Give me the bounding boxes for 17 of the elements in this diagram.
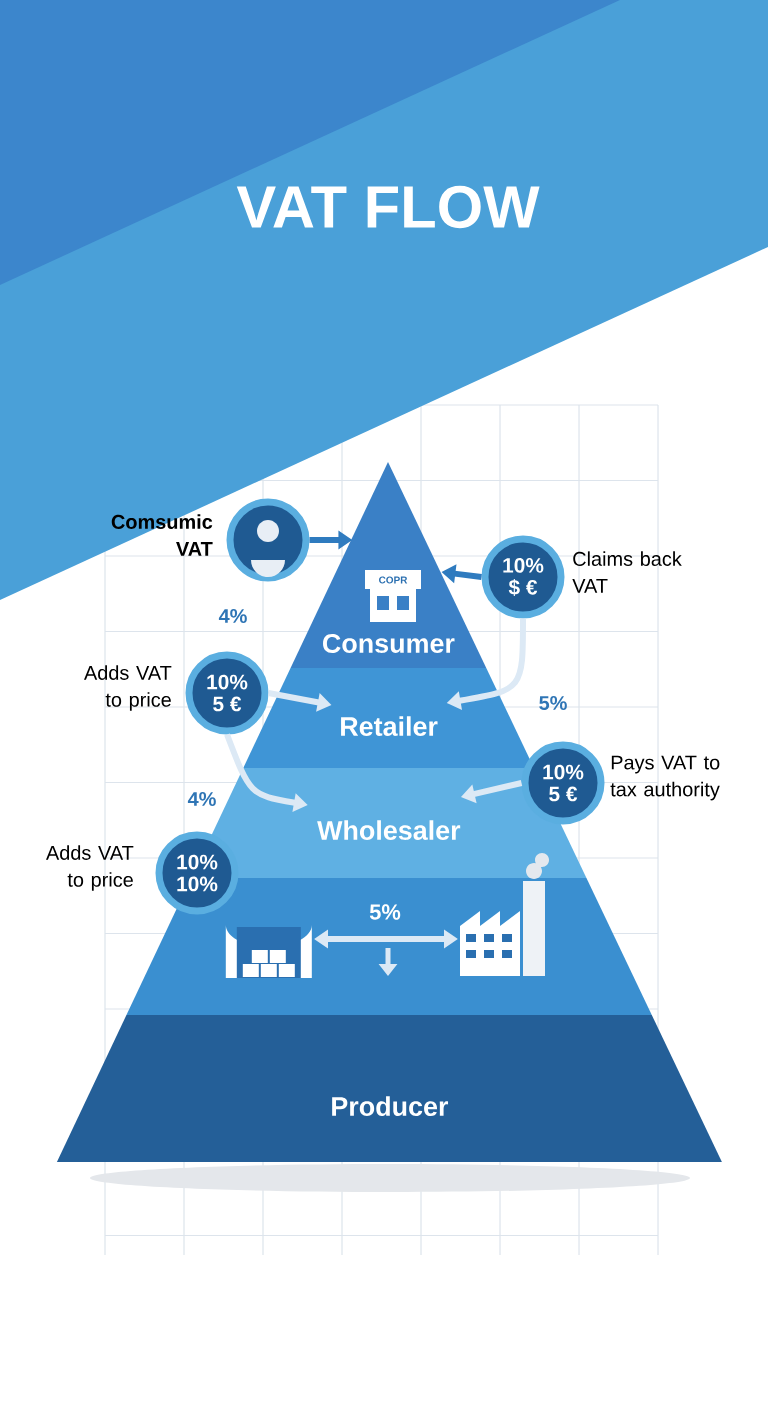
person-circle <box>226 498 310 582</box>
pyramid-band: Producer <box>56 1015 722 1162</box>
warehouse-icon <box>225 925 312 978</box>
edge-label: 5% <box>369 904 401 920</box>
rate-badge: 10% 10% <box>155 831 239 915</box>
callout-text: Claims back VAT <box>572 551 682 593</box>
callout-text: Adds VAT to price <box>84 665 172 711</box>
rate-badge: 10% 5 € <box>521 741 605 825</box>
factory-icon <box>460 853 549 976</box>
callout-text: Adds VAT to price <box>46 845 134 891</box>
percent-label: 4% <box>218 609 247 623</box>
title: VAT FLOW <box>236 185 540 229</box>
sign-text: COPR <box>379 576 408 584</box>
rate-badge: 10% $ € <box>481 535 565 619</box>
rate-badge: 10% 5 € <box>185 651 269 735</box>
callout-text: Pays VAT to tax authority <box>610 755 720 801</box>
percent-label: 5% <box>539 696 567 711</box>
